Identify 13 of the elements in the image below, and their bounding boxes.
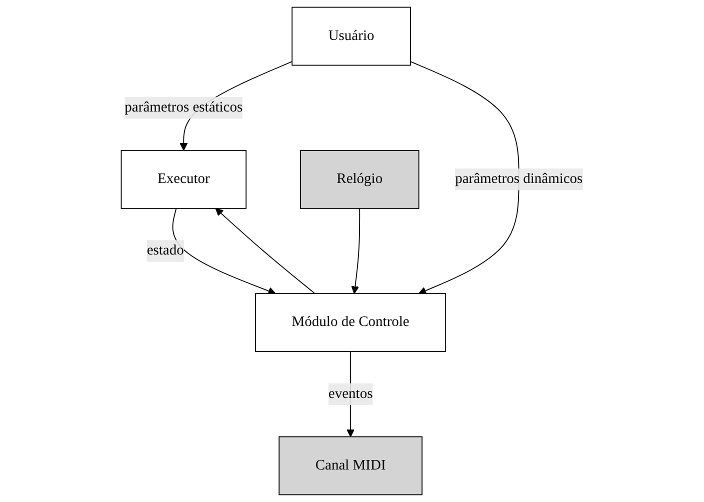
arrow: [351, 208, 360, 294]
arrow: [172, 208, 276, 295]
arrow: [410, 61, 520, 294]
edge-label: estado: [146, 242, 184, 258]
node-box: Executor: [120, 150, 247, 209]
node-box: Canal MIDI: [278, 436, 423, 496]
node-box: Relógio: [300, 150, 420, 209]
edge-label: parâmetros dinâmicos: [455, 171, 583, 187]
arrow: [215, 208, 316, 294]
node-box: Usuário: [292, 6, 411, 66]
edge-label: eventos: [328, 386, 373, 402]
node-box: Módulo de Controle: [255, 293, 446, 352]
edge-label: parâmetros estáticos: [124, 100, 243, 116]
